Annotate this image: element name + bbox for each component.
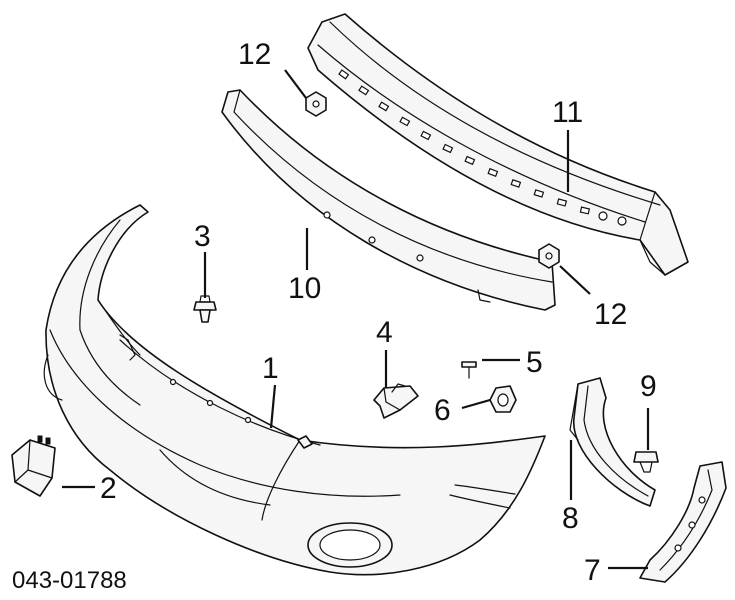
reinforcement-bar-slots <box>338 69 627 226</box>
callout-7: 7 <box>584 554 601 587</box>
leader-line-6 <box>461 398 491 410</box>
callout-8: 8 <box>562 502 579 535</box>
lower-reinforcement-part-7 <box>639 461 727 583</box>
callout-9: 9 <box>640 370 657 403</box>
leader-line-12a <box>284 69 307 99</box>
leader-line-12b <box>559 265 591 295</box>
callout-5: 5 <box>526 346 543 379</box>
callout-4: 4 <box>376 316 393 349</box>
mounting-bracket-part-4 <box>373 383 419 419</box>
callout-6: 6 <box>434 394 451 427</box>
reinforcement-bar-part <box>307 13 689 276</box>
grommet-part-6 <box>489 385 517 413</box>
screw-part-5 <box>461 361 477 379</box>
nut-12-lower <box>538 243 560 269</box>
catalog-number: 043-01788 <box>12 567 127 594</box>
clip-part-9 <box>633 451 659 473</box>
callout-12b: 12 <box>594 298 627 331</box>
callout-1: 1 <box>262 352 279 385</box>
push-clip-part-3 <box>193 295 217 323</box>
energy-absorber-part <box>221 89 556 311</box>
callout-labels: 1 2 3 4 5 6 7 8 9 10 11 12 12 <box>100 38 657 587</box>
fog-lamp-opening <box>307 522 393 568</box>
nut-12-upper <box>305 91 327 117</box>
bumper-cover-part <box>43 204 546 576</box>
leader-line-1 <box>269 384 277 429</box>
callout-11: 11 <box>552 96 583 129</box>
callout-3: 3 <box>194 220 211 253</box>
leader-lines <box>62 69 650 570</box>
callout-10: 10 <box>288 272 321 305</box>
bracket-part-2 <box>11 435 56 497</box>
callout-12a: 12 <box>238 38 271 71</box>
side-bracket-part-8 <box>569 377 656 507</box>
callout-2: 2 <box>100 472 117 505</box>
